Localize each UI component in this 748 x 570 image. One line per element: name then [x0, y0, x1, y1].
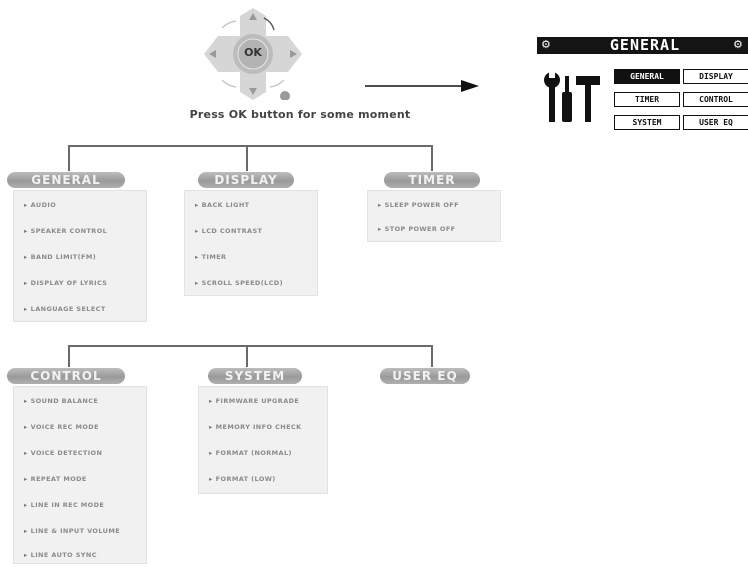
menu-item: MEMORY INFO CHECK	[209, 423, 302, 431]
menu-item: FORMAT (NORMAL)	[209, 449, 292, 457]
connector-line	[246, 145, 248, 171]
menu-panel-display: BACK LIGHT LCD CONTRAST TIMER SCROLL SPE…	[184, 190, 318, 296]
menu-title-timer: TIMER	[384, 172, 480, 188]
connector-line	[246, 345, 248, 367]
menu-title-display: DISPLAY	[198, 172, 294, 188]
arrow-right-icon	[365, 80, 479, 92]
ok-button-label: OK	[244, 46, 262, 59]
menu-item: SLEEP POWER OFF	[378, 201, 459, 209]
menu-panel-system: FIRMWARE UPGRADE MEMORY INFO CHECK FORMA…	[198, 386, 328, 494]
menu-item: LINE IN REC MODE	[24, 501, 104, 509]
menu-panel-timer: SLEEP POWER OFF STOP POWER OFF	[367, 190, 501, 242]
gear-icon: ⚙	[733, 38, 743, 51]
menu-title-general: GENERAL	[7, 172, 125, 188]
lcd-title: GENERAL	[609, 36, 681, 54]
menu-item: FORMAT (LOW)	[209, 475, 276, 483]
menu-title-user-eq: USER EQ	[380, 368, 470, 384]
menu-item: DISPLAY OF LYRICS	[24, 279, 107, 287]
menu-panel-control: SOUND BALANCE VOICE REC MODE VOICE DETEC…	[13, 386, 147, 564]
menu-item: FIRMWARE UPGRADE	[209, 397, 299, 405]
menu-item: LINE AUTO SYNC	[24, 551, 97, 559]
menu-item: STOP POWER OFF	[378, 225, 456, 233]
menu-item: VOICE REC MODE	[24, 423, 99, 431]
lcd-button-timer[interactable]: TIMER	[614, 92, 680, 107]
connector-line	[68, 145, 432, 147]
menu-item: BACK LIGHT	[195, 201, 250, 209]
connector-line	[68, 145, 70, 171]
gear-icon: ⚙	[541, 38, 551, 51]
tools-icon	[544, 72, 600, 122]
menu-item: SOUND BALANCE	[24, 397, 98, 405]
menu-item: SPEAKER CONTROL	[24, 227, 107, 235]
menu-panel-general: AUDIO SPEAKER CONTROL BAND LIMIT(FM) DIS…	[13, 190, 147, 322]
lcd-button-display[interactable]: DISPLAY	[683, 69, 748, 84]
lcd-button-control[interactable]: CONTROL	[683, 92, 748, 107]
menu-item: LINE & INPUT VOLUME	[24, 527, 120, 535]
lcd-button-system[interactable]: SYSTEM	[614, 115, 680, 130]
lcd-title-bar: ⚙ GENERAL ⚙	[537, 36, 748, 54]
menu-title-control: CONTROL	[7, 368, 125, 384]
menu-item: AUDIO	[24, 201, 56, 209]
dpad-diagram: OK	[198, 8, 308, 101]
connector-line	[68, 345, 432, 347]
menu-item: TIMER	[195, 253, 226, 261]
menu-item: REPEAT MODE	[24, 475, 87, 483]
menu-item: LCD CONTRAST	[195, 227, 262, 235]
connector-line	[431, 145, 433, 171]
lcd-button-general[interactable]: GENERAL	[614, 69, 680, 84]
menu-item: SCROLL SPEED(LCD)	[195, 279, 283, 287]
menu-item: BAND LIMIT(FM)	[24, 253, 96, 261]
lcd-button-user-eq[interactable]: USER EQ	[683, 115, 748, 130]
menu-item: VOICE DETECTION	[24, 449, 102, 457]
menu-item: LANGUAGE SELECT	[24, 305, 106, 313]
instruction-text: Press OK button for some moment	[189, 108, 411, 121]
menu-title-system: SYSTEM	[208, 368, 302, 384]
connector-line	[431, 345, 433, 367]
dpad-icon	[204, 8, 302, 101]
connector-line	[68, 345, 70, 367]
